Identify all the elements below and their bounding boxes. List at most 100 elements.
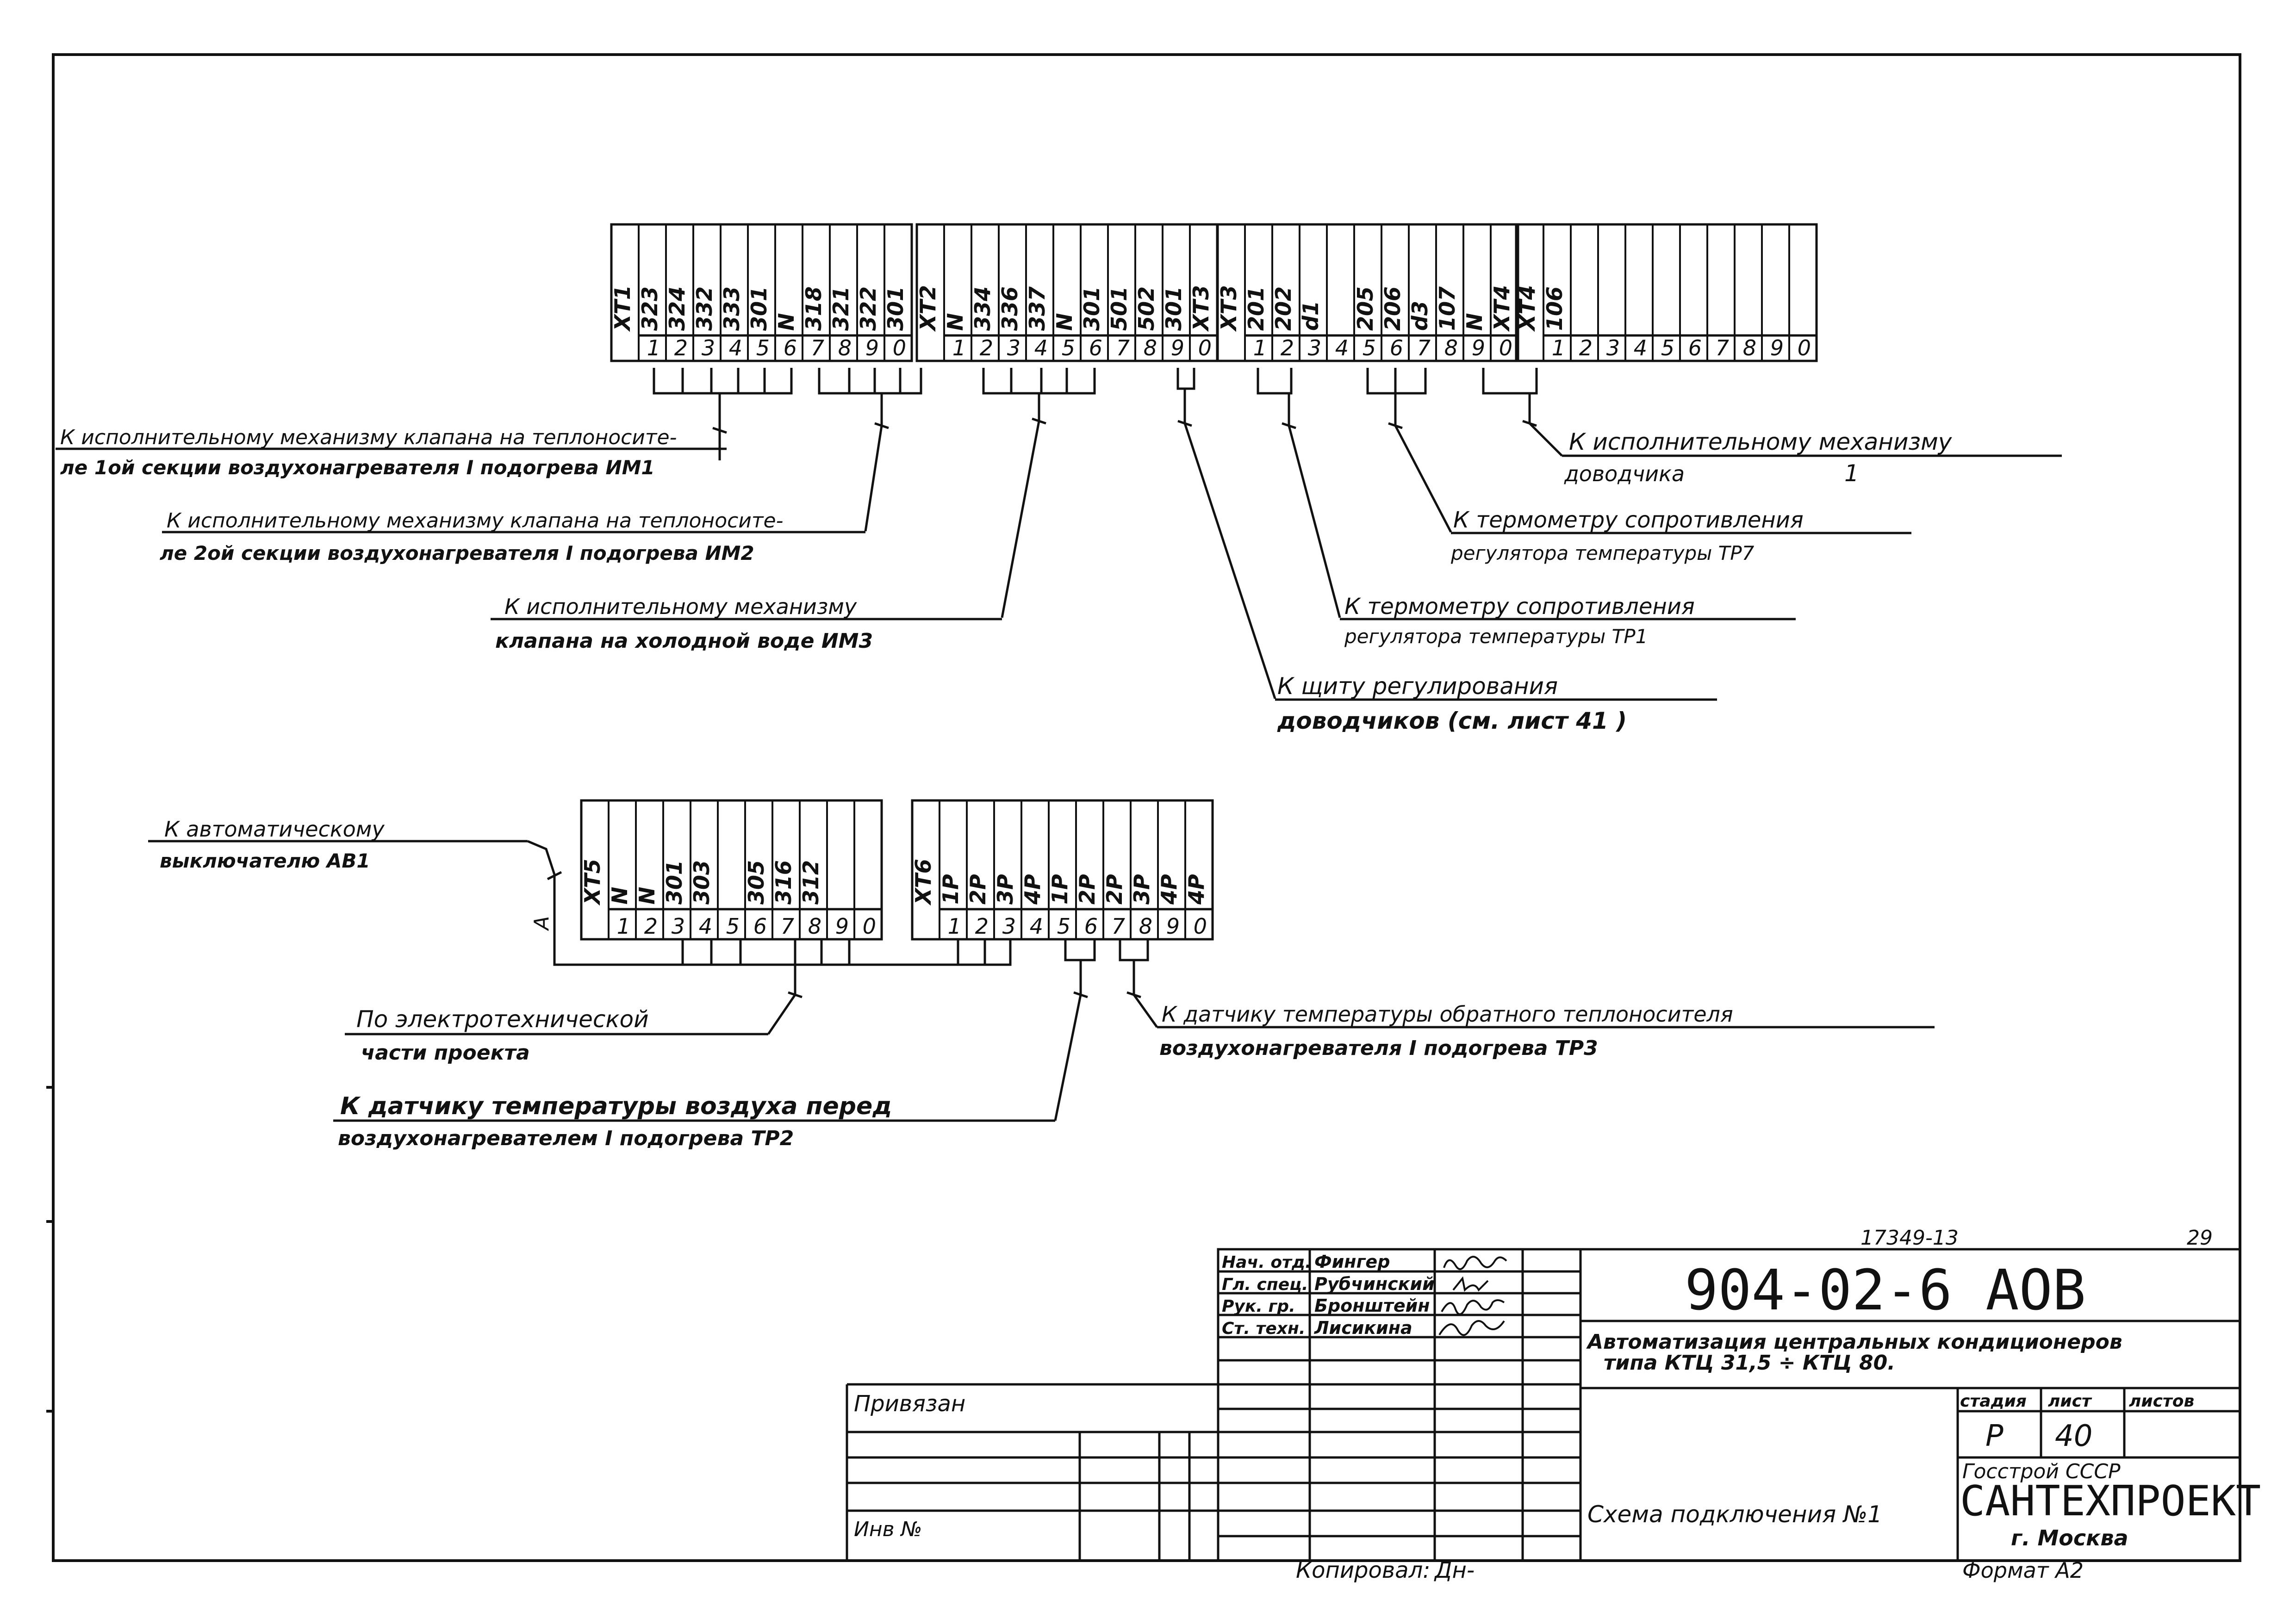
callout-dovodchik-mark: 1 (1844, 460, 1859, 487)
org-line2: САНТЕХПРОЕКТ (1960, 1477, 2261, 1525)
doc-number: 17349-13 (1860, 1226, 1959, 1250)
callout-av1-line1: К автоматическому (164, 817, 385, 842)
terminal-number: 5 (1062, 335, 1075, 360)
terminal-number: 4 (729, 335, 742, 360)
wire-label: N (607, 887, 632, 905)
staff-name: Лисикина (1314, 1318, 1412, 1338)
tick (874, 422, 889, 429)
wire-label: 303 (689, 860, 714, 905)
sheet-value: 40 (2055, 1419, 2092, 1453)
terminal-block-id: XT6 (911, 859, 936, 906)
upper-callout-text: К исполнительному механизму клапана на т… (60, 426, 1953, 734)
terminal-number: 5 (1057, 914, 1070, 939)
copied-by-sign: Дн- (1434, 1557, 1475, 1583)
terminal-number: 5 (726, 914, 740, 939)
leader-tp3 (1132, 960, 1158, 1028)
wire-label: 305 (744, 860, 769, 905)
wire-label: d1 (1298, 301, 1323, 331)
terminal-number: 4 (699, 914, 712, 939)
leader-tp1 (1288, 393, 1341, 618)
terminal-number: 9 (835, 914, 849, 939)
bound-label: Привязан (854, 1391, 965, 1417)
inv-label: Инв № (854, 1518, 922, 1541)
bus-dovodchik (1482, 368, 1538, 395)
tick (1032, 417, 1046, 425)
terminal-number: 3 (702, 335, 715, 360)
wire-label: 1P (938, 874, 963, 905)
terminal-number: 3 (672, 914, 685, 939)
callout-shield-line2: доводчиков (см. лист 41 ) (1277, 707, 1627, 734)
staff-name: Фингер (1314, 1252, 1390, 1272)
staff-role: Гл. спец. (1222, 1275, 1308, 1294)
callout-tp2-line2: воздухонагревателем I подогрева ТР2 (338, 1127, 794, 1150)
org-line1: Госстрой СССР (1962, 1460, 2121, 1483)
bus-tp1 (1257, 368, 1293, 395)
terminal-number: 2 (980, 335, 993, 360)
wire-label: 201 (1244, 286, 1269, 331)
lower-callouts (148, 840, 1935, 1122)
wire-label: 301 (1079, 286, 1104, 331)
tick (1282, 422, 1296, 429)
org-line3: г. Москва (2011, 1525, 2128, 1550)
phase-label: А (530, 916, 554, 931)
staff-role: Рук. гр. (1222, 1297, 1295, 1316)
wire-label: 107 (1435, 286, 1460, 331)
wire-label: N (635, 887, 660, 905)
terminal-number: 6 (1390, 335, 1403, 360)
callout-elec-line1: По электротехнической (356, 1006, 649, 1033)
wire-label: d3 (1407, 301, 1432, 331)
sheets-label: листов (2129, 1392, 2194, 1411)
terminal-number: 1 (617, 914, 630, 939)
terminal-number: 8 (1444, 335, 1458, 360)
wire-label: 337 (1025, 286, 1050, 331)
terminal-number: 1 (647, 335, 660, 360)
leader-elec (767, 965, 796, 1035)
callout-shield-line1: К щиту регулирования (1277, 673, 1558, 700)
lower-callout-text: К автоматическому выключателю АВ1 А По э… (160, 817, 1733, 1150)
wire-label: 4P (1184, 874, 1209, 905)
callout-dovodchik-line1: К исполнительному механизму (1569, 428, 1953, 455)
terminal-block-id: XT4 (1515, 285, 1540, 332)
terminal-number: 8 (1743, 335, 1756, 360)
wire-label: N (1052, 313, 1077, 331)
wire-label: XT3 (1188, 285, 1213, 332)
terminal-number: 6 (1089, 335, 1102, 360)
tick (712, 427, 727, 434)
wire-label: 4P (1157, 874, 1182, 905)
wire-label: 205 (1353, 286, 1378, 331)
terminal-number: 4 (1634, 335, 1647, 360)
wire-label: N (1462, 313, 1487, 331)
wire-label: 318 (801, 286, 826, 331)
drawing-subtitle: типа КТЦ 31,5 ÷ КТЦ 80. (1604, 1351, 1895, 1375)
terminal-number: 7 (1112, 914, 1125, 939)
callout-tp1-line2: регулятора температуры ТР1 (1344, 625, 1648, 648)
callout-im3-line2: клапана на холодной воде ИМ3 (495, 629, 873, 653)
wire-label: 312 (798, 860, 823, 905)
wire-label: 301 (747, 286, 772, 331)
terminal-block-id: XT5 (580, 859, 605, 906)
sheet-frame (52, 53, 2241, 1562)
terminal-number: 3 (1606, 335, 1620, 360)
wire-label: 3P (993, 874, 1018, 905)
wire-label: 3P (1129, 874, 1154, 905)
callout-elec-line2: части проекта (361, 1041, 530, 1065)
wire-label: 324 (665, 286, 690, 331)
terminal-number: 0 (1499, 335, 1512, 360)
terminal-number: 6 (753, 914, 767, 939)
callout-im2-line1: К исполнительному механизму клапана на т… (167, 509, 783, 533)
tick (788, 991, 803, 998)
wire-label: 334 (970, 286, 995, 331)
terminal-number: 0 (1198, 335, 1212, 360)
tick (1522, 420, 1537, 427)
signature (1452, 1276, 1489, 1292)
terminal-number: 9 (1472, 335, 1485, 360)
terminal-number: 0 (1798, 335, 1811, 360)
wire-label: 322 (856, 286, 881, 331)
callout-tp2-line1: К датчику температуры воздуха перед (340, 1092, 892, 1120)
